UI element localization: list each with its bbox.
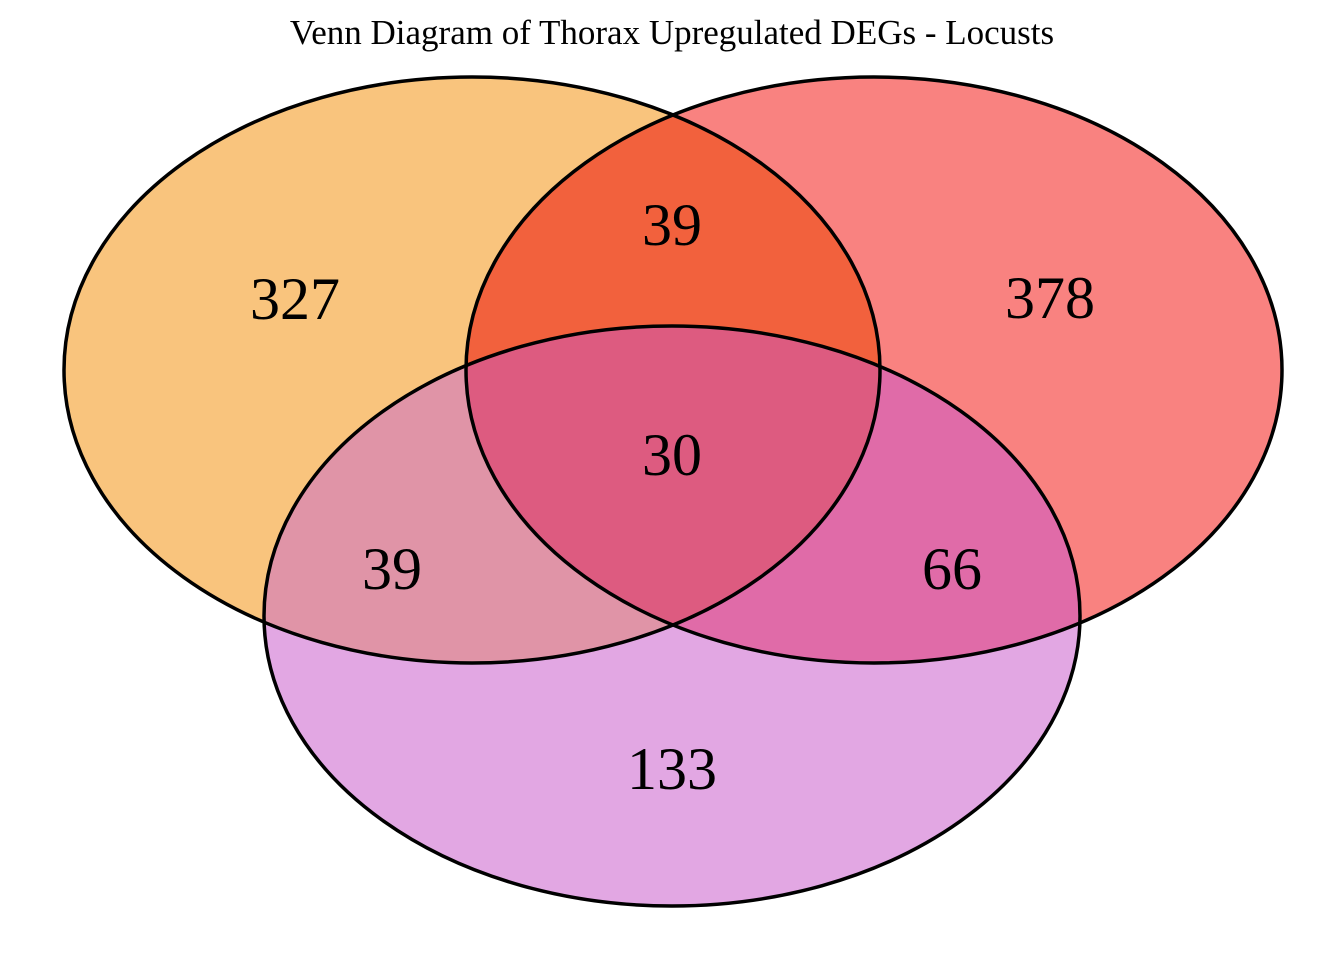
set-bottom-outline <box>262 324 1082 908</box>
count-topleft-topright: 39 <box>642 192 702 258</box>
count-top-left-only: 327 <box>250 266 340 332</box>
set-top-left-outline <box>62 75 882 665</box>
count-top-right-only: 378 <box>1005 265 1095 331</box>
count-all-three: 30 <box>642 422 702 488</box>
count-topleft-bottom: 39 <box>362 536 422 602</box>
chart-title: Venn Diagram of Thorax Upregulated DEGs … <box>290 13 1054 52</box>
count-topright-bottom: 66 <box>922 536 982 602</box>
set-top-right-outline <box>464 75 1284 665</box>
count-bottom-only: 133 <box>627 736 717 802</box>
